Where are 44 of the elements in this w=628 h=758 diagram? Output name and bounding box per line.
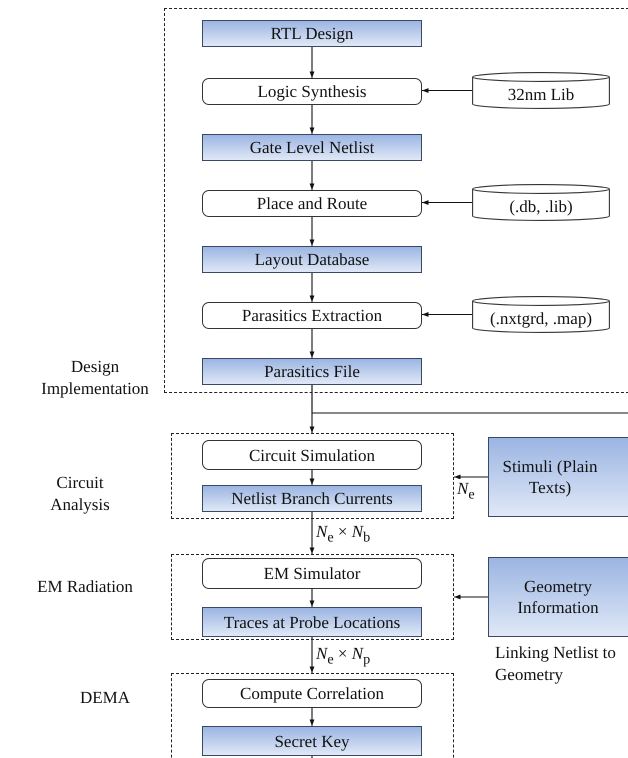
process-box: Parasitics Extraction: [202, 302, 422, 329]
database-cylinder: [472, 184, 610, 221]
data-box: Layout Database: [202, 246, 422, 273]
cylinder-label: 32nm Lib: [506, 84, 576, 106]
caption-text: Linking Netlist to Geometry: [495, 642, 617, 686]
process-box: Place and Route: [202, 190, 422, 217]
arrow: [310, 470, 314, 485]
cylinder-label: (.nxtgrd, .map): [489, 308, 593, 330]
connector-line: [311, 385, 628, 414]
process-box: Circuit Simulation: [202, 440, 422, 470]
data-box: Geometry Information: [488, 557, 628, 637]
arrow: [310, 47, 314, 78]
data-box: Stimuli (Plain Texts): [488, 437, 628, 517]
process-box: EM Simulator: [202, 558, 422, 589]
data-box: Traces at Probe Locations: [202, 607, 422, 637]
arrow: [310, 512, 314, 554]
arrow: [454, 594, 488, 600]
group-label: Circuit Analysis: [49, 472, 111, 516]
arrow: [422, 200, 472, 205]
group-label: Design Implementation: [40, 356, 150, 400]
arrow: [422, 88, 472, 93]
arrow: [310, 273, 314, 302]
data-box: Parasitics File: [202, 358, 422, 385]
process-box: Compute Correlation: [202, 679, 422, 708]
group-label: DEMA: [78, 687, 132, 709]
arrow: [310, 161, 314, 190]
arrow: [310, 637, 314, 673]
arrow: [310, 589, 314, 607]
arrow: [310, 329, 314, 358]
data-box: Secret Key: [202, 726, 422, 756]
arrow: [454, 474, 488, 480]
data-box: Netlist Branch Currents: [202, 485, 422, 512]
cylinder-label: (.db, .lib): [508, 196, 574, 218]
data-box: Gate Level Netlist: [202, 134, 422, 161]
arrow: [422, 312, 472, 317]
arrow: [310, 708, 314, 726]
data-box: RTL Design: [202, 20, 422, 47]
database-cylinder: [472, 296, 610, 333]
group-label: EM Radiation: [36, 576, 134, 598]
process-box: Logic Synthesis: [202, 78, 422, 105]
connector-line: [311, 756, 313, 758]
database-cylinder: [472, 72, 610, 109]
arrow: [310, 217, 314, 246]
arrow: [310, 105, 314, 134]
